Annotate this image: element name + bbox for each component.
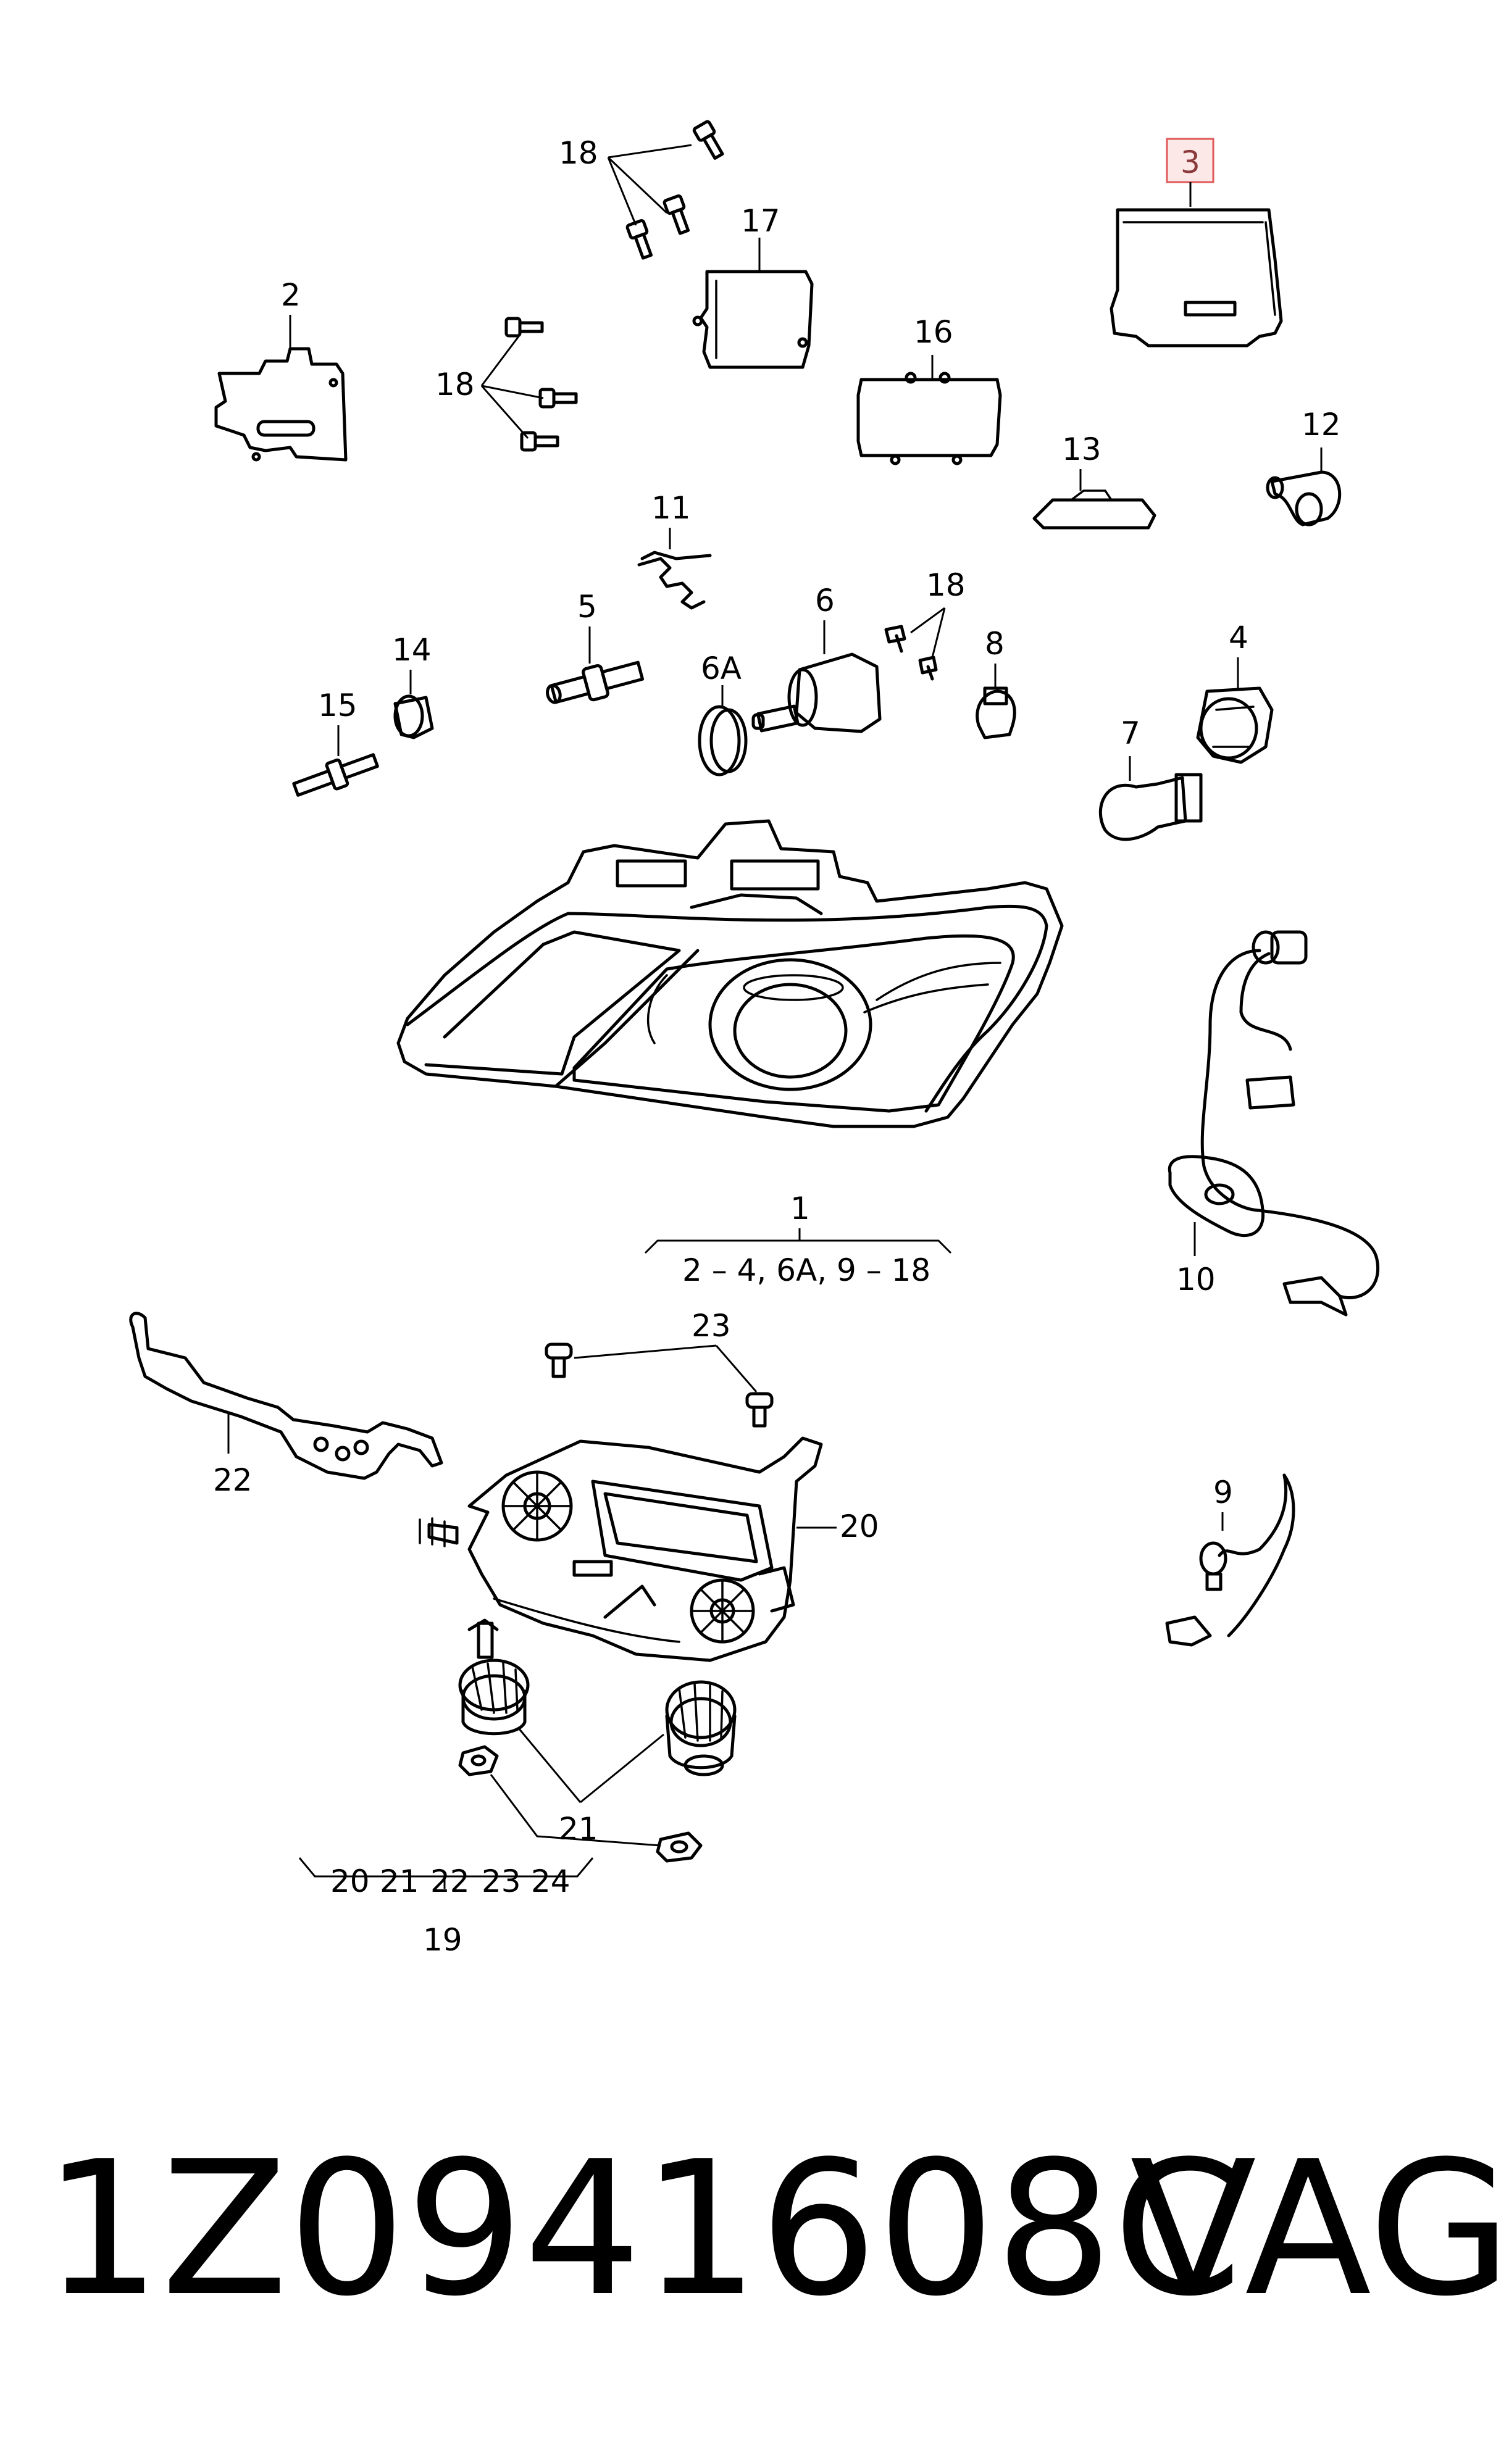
part-20-frame (419, 1436, 823, 1662)
callout-10: 10 (1176, 1262, 1216, 1297)
brand-label: VAG (1130, 2121, 1509, 2337)
callout-1: 1 (790, 1191, 810, 1226)
callout-20: 20 (840, 1509, 879, 1544)
callout-18-middle: 18 (435, 367, 475, 402)
callout-4: 4 (1229, 620, 1248, 656)
callout-2: 2 (281, 277, 301, 313)
part-10-wiring-harness (1168, 930, 1379, 1317)
callout-6: 6 (815, 583, 835, 618)
part-9-wire (1165, 1473, 1295, 1647)
part-24-nuts (458, 1745, 703, 1863)
part-12-socket (1266, 470, 1342, 527)
callout-19-group-23: 23 (482, 1863, 521, 1899)
callout-7: 7 (1121, 715, 1140, 751)
part-1-headlight (396, 819, 1064, 1128)
part-21-gears (458, 1618, 737, 1776)
callout-19-group-20: 20 (330, 1863, 370, 1899)
callout-15: 15 (318, 688, 357, 723)
part-6-xenon-bulb (751, 652, 882, 733)
part-17-control-module (692, 270, 814, 369)
callout-5: 5 (577, 589, 597, 625)
callout-8: 8 (985, 626, 1005, 662)
callout-18-small: 18 (926, 567, 966, 603)
callout-9: 9 (1213, 1475, 1233, 1510)
callout-13: 13 (1062, 431, 1101, 467)
callout-1-group: 2 – 4, 6A, 9 – 18 (682, 1252, 930, 1288)
part-16-cover (856, 372, 1002, 465)
callout-19-group: 20 21 22 23 24 (330, 1863, 571, 1899)
highlight-box-3 (1166, 138, 1214, 183)
part-18-screws-top (625, 120, 724, 260)
callout-19-group-22: 22 (430, 1863, 470, 1899)
callout-23: 23 (692, 1308, 731, 1344)
part-number-label: 1Z0941608C (43, 2121, 1242, 2337)
part-6a-ring (698, 705, 748, 776)
part-2-bracket (214, 347, 348, 462)
part-15-pin (292, 753, 379, 797)
part-11-clip (637, 551, 712, 610)
callout-21: 21 (559, 1811, 598, 1847)
part-7-bulb (1098, 773, 1203, 841)
part-18-screws-middle (504, 317, 578, 452)
callout-19-group-21: 21 (380, 1863, 419, 1899)
callout-11: 11 (651, 490, 691, 526)
callout-16: 16 (914, 314, 953, 350)
part-23-screws (545, 1342, 774, 1428)
part-3-bracket (1110, 208, 1283, 348)
callout-19: 19 (423, 1922, 462, 1958)
callout-12: 12 (1302, 407, 1341, 443)
part-5-adjuster (546, 660, 645, 704)
part-22-linkage (129, 1312, 443, 1480)
callout-14: 14 (392, 632, 432, 668)
part-13-side-marker (1032, 489, 1156, 530)
part-14-grommet (393, 694, 434, 739)
part-4-bulb-holder (1196, 686, 1274, 764)
callout-3: 3 (1181, 144, 1200, 180)
part-18-screws-small (884, 625, 938, 681)
callout-17: 17 (741, 203, 780, 239)
part-8-small-bulb (976, 686, 1016, 739)
callout-19-group-24: 24 (531, 1863, 571, 1899)
callout-22: 22 (213, 1462, 253, 1498)
callout-18-top: 18 (559, 135, 598, 171)
callout-6a: 6A (701, 651, 742, 686)
